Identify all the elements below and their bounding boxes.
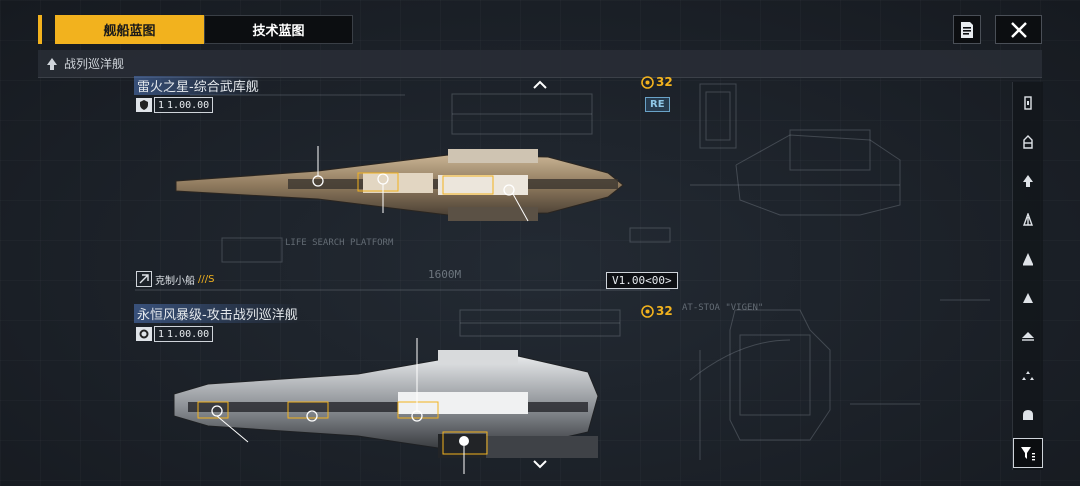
cost-icon — [641, 75, 654, 89]
tab-accent — [38, 15, 42, 44]
notes-button[interactable] — [953, 15, 981, 44]
rail-filter-button[interactable] — [1013, 438, 1043, 468]
formation-icon — [1022, 371, 1034, 380]
rail-battleship[interactable] — [1013, 322, 1043, 352]
tab-tech-blueprint[interactable]: 技术蓝图 — [204, 15, 353, 44]
ship-1-cost: 32 — [641, 75, 673, 89]
tab-ship-blueprint[interactable]: 舰船蓝图 — [55, 15, 204, 44]
scroll-up-icon[interactable] — [532, 80, 548, 90]
cost-icon — [641, 304, 654, 318]
station-icon — [1023, 410, 1033, 420]
battlecruiser-icon — [1023, 213, 1033, 226]
scale-digit: 1 — [158, 328, 165, 340]
close-button[interactable] — [995, 15, 1042, 44]
rail-cruiser[interactable] — [1013, 166, 1043, 196]
ship-name-2[interactable]: 永恒风暴级-攻击战列巡洋舰 — [134, 304, 301, 323]
rail-frigate[interactable] — [1013, 88, 1043, 118]
ship-2-image[interactable] — [168, 336, 628, 476]
frigate-icon — [1024, 96, 1032, 110]
rail-battlecruiser[interactable] — [1013, 205, 1043, 235]
version-label: V1.00<00> — [606, 272, 678, 289]
carrier-icon — [1023, 293, 1033, 303]
rail-station[interactable] — [1013, 400, 1043, 430]
counter-tag: 克制小船 ///S — [136, 271, 214, 287]
rail-aux[interactable] — [1013, 244, 1043, 274]
category-bar: 战列巡洋舰 — [38, 50, 1042, 78]
scale-value: 1.00.00 — [167, 99, 210, 111]
rail-formation[interactable] — [1013, 361, 1043, 391]
rail-carrier[interactable] — [1013, 283, 1043, 313]
close-icon — [1010, 21, 1027, 38]
gear-icon — [136, 327, 152, 341]
re-tag: RE — [645, 97, 670, 112]
blueprint-label-platform: LIFE SEARCH PLATFORM — [285, 238, 394, 248]
scale-value: 1.00.00 — [167, 328, 210, 340]
category-label: 战列巡洋舰 — [64, 57, 125, 71]
destroyer-icon — [1023, 135, 1033, 149]
counter-grade: ///S — [198, 273, 215, 285]
filter-icon — [1021, 447, 1035, 461]
ship-class-icon — [47, 57, 57, 70]
length-label: 1600M — [428, 268, 462, 281]
rail-destroyer[interactable] — [1013, 127, 1043, 157]
aux-ship-icon — [1023, 253, 1033, 266]
ship-2-scale: 1 1.00.00 — [136, 326, 214, 342]
counter-label: 克制小船 — [155, 275, 195, 287]
counter-icon — [136, 271, 152, 287]
scroll-down-icon[interactable] — [532, 459, 548, 469]
ship-name-1[interactable]: 雷火之星-综合武库舰 — [134, 76, 262, 95]
ship-1-scale: 1 1.00.00 — [136, 97, 214, 113]
blueprint-label-vigen: AT-STOA "VIGEN" — [682, 303, 764, 313]
scale-digit: 1 — [158, 99, 165, 111]
ship-class-rail — [1012, 82, 1043, 470]
ship-2-cost: 32 — [641, 304, 673, 318]
cruiser-icon — [1023, 175, 1033, 187]
blueprint-tabs: 舰船蓝图 技术蓝图 — [38, 15, 353, 44]
shield-icon — [136, 98, 152, 112]
document-icon — [961, 21, 973, 38]
ship-1-image[interactable] — [168, 143, 648, 233]
battleship-icon — [1022, 332, 1034, 341]
